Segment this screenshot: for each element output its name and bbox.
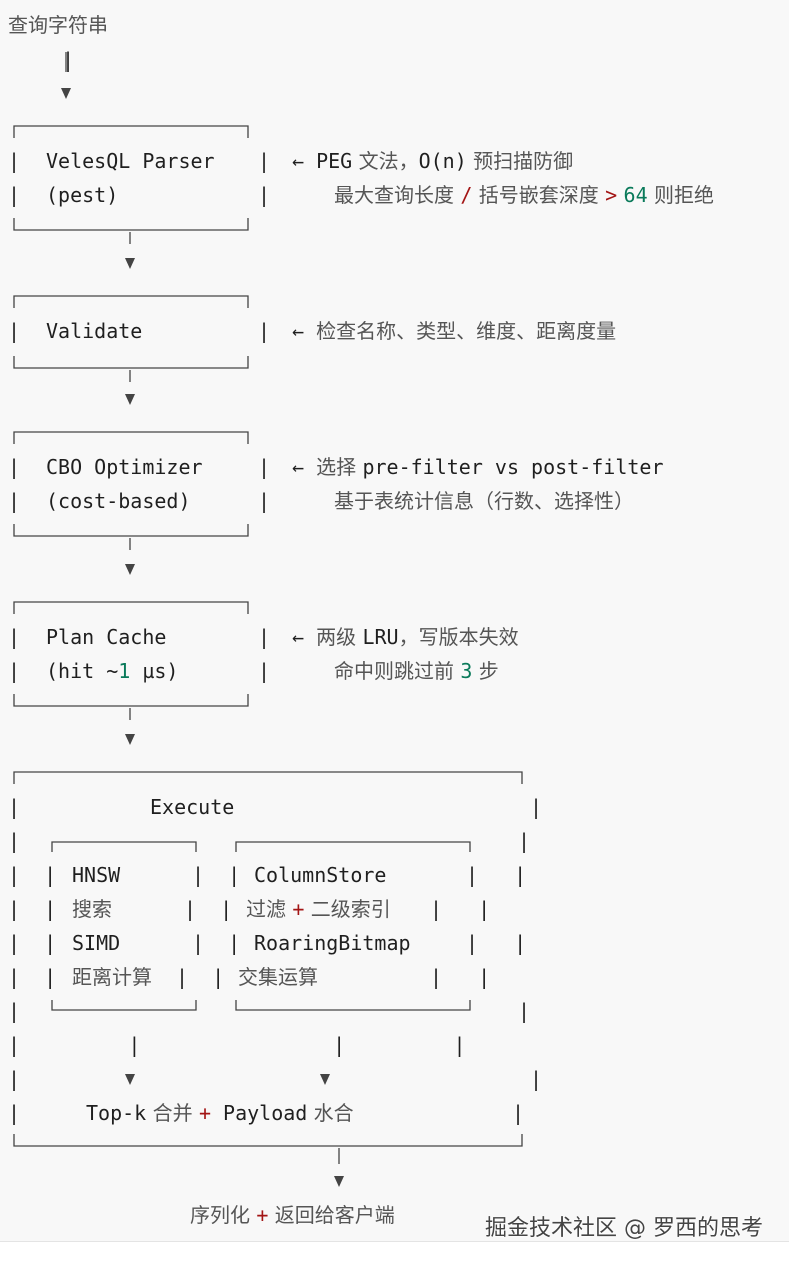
box-border-left: |: [8, 183, 21, 207]
parser-note-1: ← PEG 文法，O(n) 预扫描防御: [292, 149, 574, 173]
execute-row: | |: [176, 965, 225, 989]
box-border-left: |: [8, 319, 21, 343]
stage-validate-title: Validate: [46, 319, 143, 343]
columnstore-desc: 过滤 + 二级索引: [246, 897, 391, 921]
execute-row: | |: [8, 897, 57, 921]
box-border-right: |: [518, 999, 531, 1023]
execute-row: | |: [430, 965, 491, 989]
stage-cache-title: Plan Cache: [46, 625, 167, 649]
cbo-note-2: 基于表统计信息（行数、选择性）: [334, 489, 634, 513]
cache-note-1: ← 两级 LRU，写版本失效: [292, 625, 519, 649]
hnsw-desc: 搜索: [72, 897, 112, 921]
stage-parser-subtitle: (pest): [46, 183, 119, 207]
execute-row: | |: [430, 897, 491, 921]
box-border-right: |: [258, 183, 271, 207]
box-border-left: |: [8, 829, 21, 853]
left-arrow-icon: ←: [292, 319, 305, 343]
roaringbitmap-label: RoaringBitmap: [254, 931, 411, 955]
execute-title: Execute: [150, 795, 235, 819]
box-border-right: |: [258, 489, 271, 513]
box-border-right: |: [518, 829, 531, 853]
box-border-right: |: [512, 1101, 525, 1125]
connector-bar: |: [62, 48, 75, 72]
box-border-left: |: [8, 659, 21, 683]
box-border-left: |: [8, 149, 21, 173]
box-border-right: |: [530, 1067, 543, 1091]
cache-note-2: 命中则跳过前 3 步: [334, 659, 499, 683]
left-arrow-icon: ←: [292, 625, 305, 649]
box-border-right: |: [258, 659, 271, 683]
execute-row: | |: [466, 863, 527, 887]
box-border-right: |: [258, 625, 271, 649]
execute-row: | |: [184, 897, 233, 921]
box-border-right: |: [258, 319, 271, 343]
execute-row: | |: [466, 931, 527, 955]
box-border-left: |: [8, 1067, 21, 1091]
simd-desc: 距离计算: [72, 965, 152, 989]
output-step: 序列化 + 返回给客户端: [190, 1203, 395, 1227]
parser-note-2: 最大查询长度 / 括号嵌套深度 > 64 则拒绝: [334, 183, 714, 207]
bottom-bar: [0, 1241, 789, 1266]
execute-row: | |: [8, 965, 57, 989]
box-border-left: |: [8, 1101, 21, 1125]
execute-row: | | | |: [8, 1033, 466, 1057]
box-border-left: |: [8, 625, 21, 649]
stage-cache-subtitle: (hit ~1 µs): [46, 659, 179, 683]
box-border-left: |: [8, 489, 21, 513]
stage-parser-title: VelesQL Parser: [46, 149, 215, 173]
execute-row: | |: [192, 931, 241, 955]
box-border-right: |: [530, 795, 543, 819]
roaringbitmap-desc: 交集运算: [238, 965, 318, 989]
simd-label: SIMD: [72, 931, 121, 955]
merge-step: Top-k 合并 + Payload 水合: [86, 1101, 354, 1125]
execute-row: | |: [192, 863, 241, 887]
left-arrow-icon: ←: [292, 455, 305, 479]
box-border-right: |: [258, 149, 271, 173]
execute-row: | |: [8, 931, 57, 955]
stage-cbo-title: CBO Optimizer: [46, 455, 203, 479]
execute-row: | |: [8, 863, 57, 887]
hnsw-label: HNSW: [72, 863, 121, 887]
box-border-right: |: [258, 455, 271, 479]
box-border-left: |: [8, 999, 21, 1023]
box-border-left: |: [8, 795, 21, 819]
cbo-note-1: ← 选择 pre-filter vs post-filter: [292, 455, 664, 479]
stage-cbo-subtitle: (cost-based): [46, 489, 191, 513]
validate-note-1: ← 检查名称、类型、维度、距离度量: [292, 319, 617, 343]
watermark: 掘金技术社区 @ 罗西的思考: [485, 1216, 763, 1241]
left-arrow-icon: ←: [292, 149, 305, 173]
box-border-left: |: [8, 455, 21, 479]
input-label: 查询字符串: [8, 13, 108, 37]
columnstore-label: ColumnStore: [254, 863, 387, 887]
